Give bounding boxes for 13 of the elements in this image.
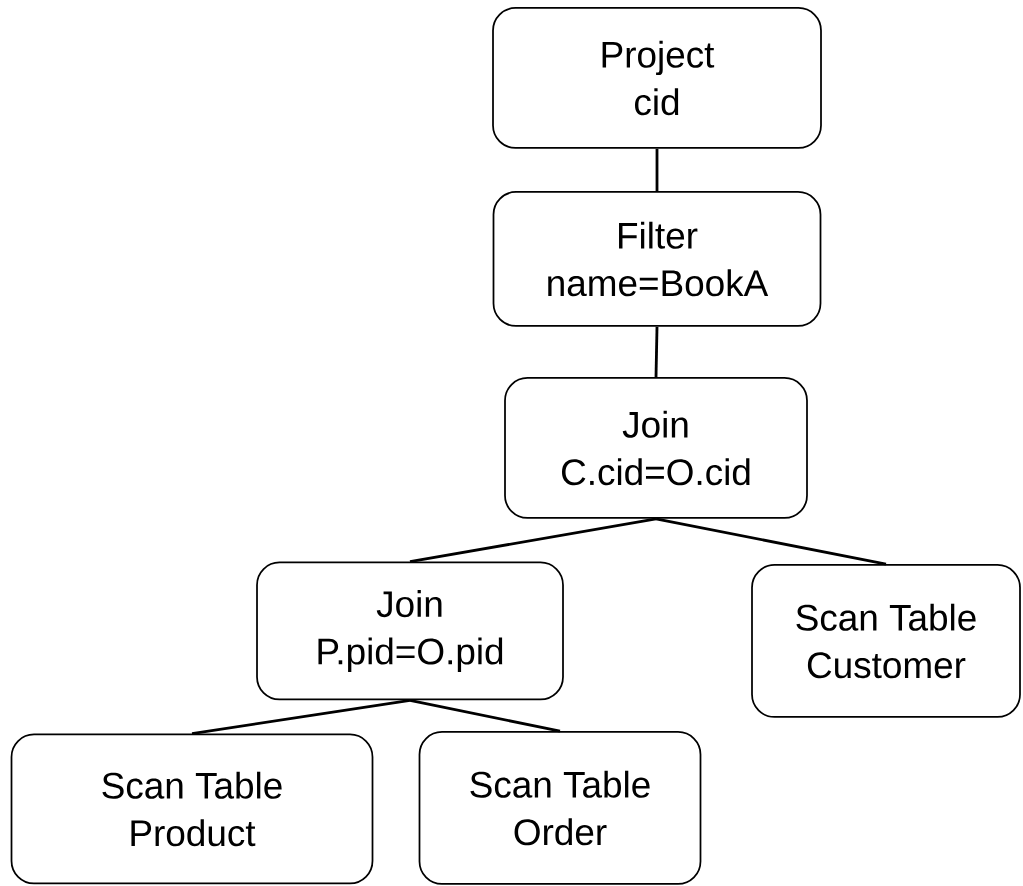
process-box: Join C.cid=O.cid [504,377,808,519]
connector-line [654,326,659,378]
connector-line [655,517,887,566]
process-box: Project cid [492,7,822,149]
process-box: Scan Table Product [10,733,374,885]
connector-line [191,699,411,735]
process-box: Join P.pid=O.pid [256,561,564,701]
connector-line [655,148,659,192]
process-box: Scan Table Customer [751,564,1021,718]
connector-line [409,517,657,563]
connector-line [409,699,561,733]
process-box: Scan Table Order [418,731,702,885]
process-box: Filter name=BookA [492,191,822,327]
